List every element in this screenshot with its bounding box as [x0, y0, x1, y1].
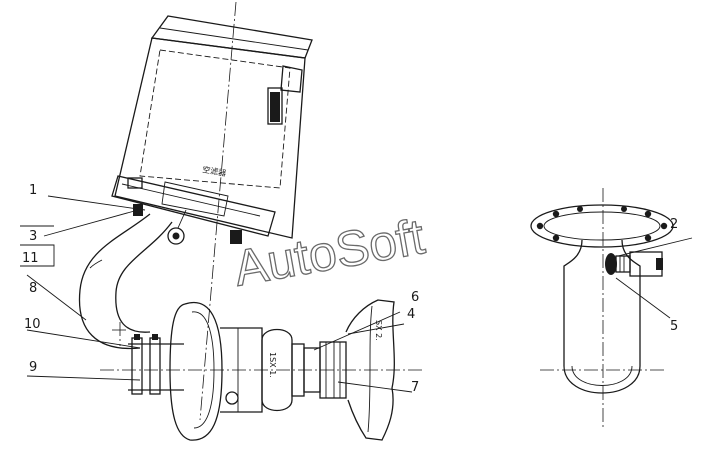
callout-1: 1: [29, 183, 37, 198]
air-filter: 空滤器: [111, 15, 313, 245]
callout-8: 8: [29, 281, 37, 296]
callout-10: 10: [24, 317, 41, 332]
intake-hose: [78, 213, 173, 350]
intake-pipe-side-view: [530, 204, 674, 394]
callout-2: 2: [670, 217, 678, 232]
watermark-logo: AutoSoft: [230, 208, 429, 296]
callout-3: 3: [29, 229, 37, 244]
svg-text:1SX 1.: 1SX 1.: [268, 352, 277, 378]
callout-11: 11: [22, 251, 39, 266]
callout-9: 9: [29, 360, 37, 375]
air-filter-label: 空滤器: [202, 164, 227, 178]
svg-text:SX 2.: SX 2.: [374, 320, 383, 341]
callout-5: 5: [670, 319, 678, 334]
callout-numbers: 1 3 11 8 10 9 6 4 7 2 5: [22, 183, 678, 395]
callout-4: 4: [407, 307, 415, 322]
center-lines: [100, 1, 665, 430]
callout-7: 7: [411, 380, 419, 395]
leader-lines: [26, 195, 693, 393]
callout-6: 6: [411, 290, 419, 305]
